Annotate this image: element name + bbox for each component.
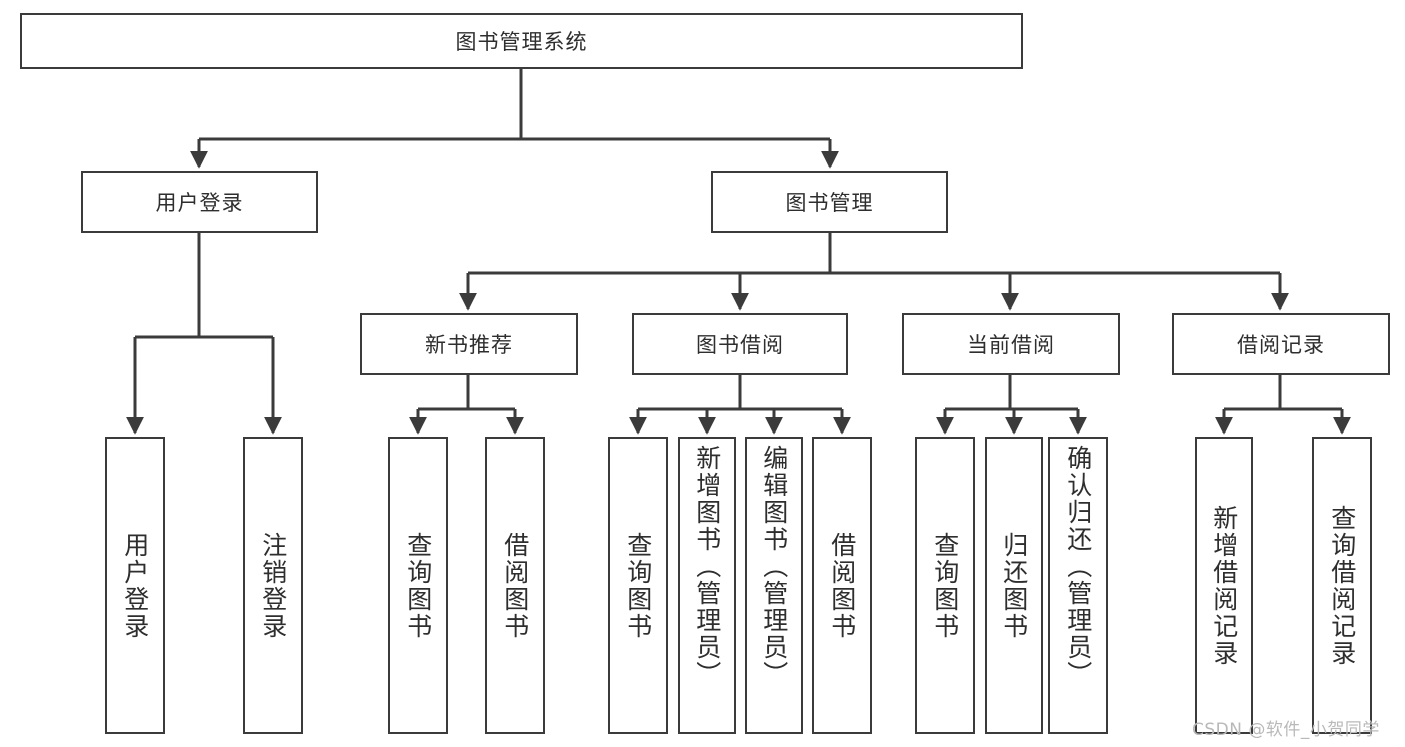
node-book-management[interactable]: 图书管理 [711,171,948,233]
leaf-user-login-label: 用户登录 [120,531,150,640]
node-root[interactable]: 图书管理系统 [20,13,1023,69]
node-user-login[interactable]: 用户登录 [81,171,318,233]
leaf-newbook-borrow-book-label: 借阅图书 [500,531,530,640]
leaf-user-logout[interactable]: 注销登录 [243,437,303,734]
leaf-borrow-borrow-book-label: 借阅图书 [827,531,857,640]
leaf-newbook-query-book-label: 查询图书 [403,531,433,640]
leaf-record-query-record[interactable]: 查询借阅记录 [1312,437,1372,734]
leaf-borrow-edit-book-admin[interactable]: 编辑图书（管理员） [745,437,803,734]
node-book-management-label: 图书管理 [785,191,874,215]
node-root-label: 图书管理系统 [455,30,588,54]
leaf-current-query-book-label: 查询图书 [930,531,960,640]
node-current-borrow-label: 当前借阅 [967,333,1055,357]
leaf-current-return-book[interactable]: 归还图书 [985,437,1043,734]
leaf-borrow-query-book[interactable]: 查询图书 [608,437,668,734]
leaf-newbook-borrow-book[interactable]: 借阅图书 [485,437,545,734]
leaf-borrow-add-book-admin[interactable]: 新增图书（管理员） [678,437,736,734]
node-user-login-label: 用户登录 [155,191,244,215]
node-book-borrow[interactable]: 图书借阅 [632,313,848,375]
leaf-current-return-book-label: 归还图书 [999,531,1029,640]
leaf-borrow-add-book-admin-label: 新增图书（管理员） [692,445,722,688]
leaf-current-confirm-return-admin-label: 确认归还（管理员） [1063,445,1093,688]
leaf-borrow-edit-book-admin-label: 编辑图书（管理员） [759,445,789,688]
leaf-current-query-book[interactable]: 查询图书 [915,437,975,734]
leaf-record-add-record[interactable]: 新增借阅记录 [1195,437,1253,734]
node-current-borrow[interactable]: 当前借阅 [902,313,1120,375]
leaf-newbook-query-book[interactable]: 查询图书 [388,437,448,734]
node-borrow-record-label: 借阅记录 [1237,333,1325,357]
leaf-borrow-borrow-book[interactable]: 借阅图书 [812,437,872,734]
node-new-book-recommend[interactable]: 新书推荐 [360,313,578,375]
leaf-borrow-query-book-label: 查询图书 [623,531,653,640]
leaf-record-query-record-label: 查询借阅记录 [1327,504,1357,667]
node-new-book-recommend-label: 新书推荐 [425,333,513,357]
leaf-record-add-record-label: 新增借阅记录 [1209,504,1239,667]
node-book-borrow-label: 图书借阅 [696,333,784,357]
leaf-user-login[interactable]: 用户登录 [105,437,165,734]
node-borrow-record[interactable]: 借阅记录 [1172,313,1390,375]
leaf-current-confirm-return-admin[interactable]: 确认归还（管理员） [1048,437,1108,734]
leaf-user-logout-label: 注销登录 [258,531,288,640]
